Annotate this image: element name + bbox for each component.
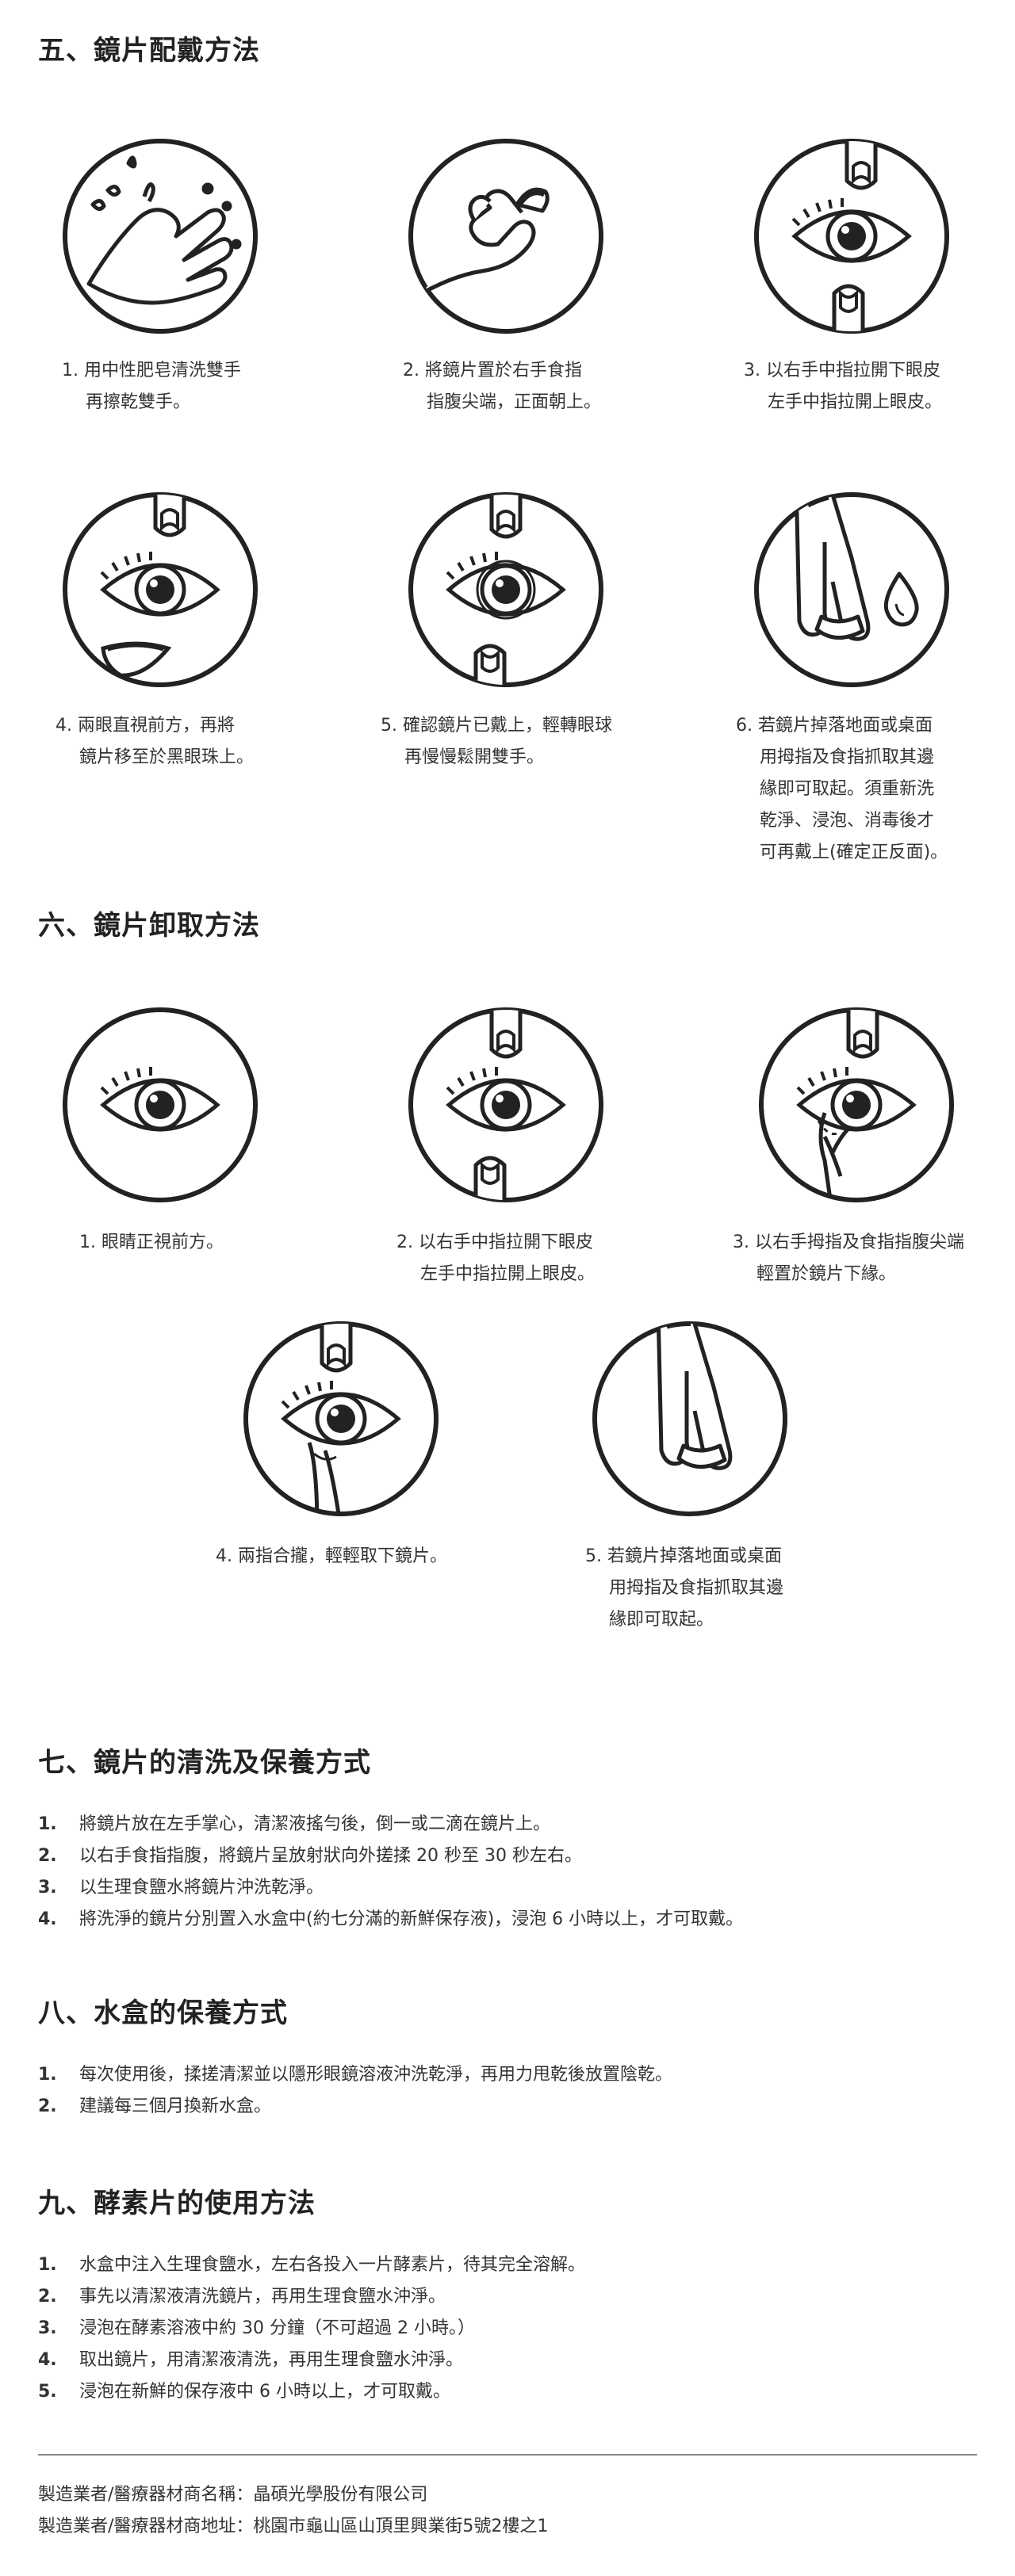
eye-open-fingers-icon — [408, 1007, 603, 1202]
eye-pinch-lens-icon — [759, 1007, 954, 1202]
enzyme-tablet-list: 1.水盒中注入生理食鹽水，左右各投入一片酵素片，待其完全溶解。 2.事先以清潔液… — [38, 2249, 585, 2408]
manufacturer-name: 製造業者/醫療器材商名稱：晶碩光學股份有限公司 — [38, 2485, 428, 2505]
step-5-6-illustration — [749, 487, 955, 693]
list-item: 2.事先以清潔液清洗鏡片，再用生理食鹽水沖淨。 — [38, 2287, 446, 2307]
lens-pickup-icon — [592, 1321, 787, 1516]
list-item: 4.將洗淨的鏡片分別置入水盒中(約七分滿的新鮮保存液)，浸泡 6 小時以上，才可… — [38, 1909, 744, 1929]
step-6-3-illustration — [753, 1002, 959, 1208]
list-item: 2.建議每三個月換新水盒。 — [38, 2096, 272, 2116]
footer-divider — [38, 2454, 977, 2456]
step-6-4-caption: 4. 兩指合攏，輕輕取下鏡片。 — [216, 1546, 447, 1566]
step-6-2-caption: 2. 以右手中指拉開下眼皮 左手中指拉開上眼皮。 — [396, 1233, 596, 1284]
step-5-1-illustration — [57, 133, 263, 339]
step-6-2-illustration — [403, 1002, 609, 1208]
step-5-2-caption: 2. 將鏡片置於右手食指 指腹尖端，正面朝上。 — [403, 361, 602, 412]
lens-cleaning-list: 1.將鏡片放在左手掌心，清潔液搖勻後，倒一或二滴在鏡片上。 2.以右手食指指腹，… — [38, 1809, 743, 1936]
list-item: 1.每次使用後，揉搓清潔並以隱形眼鏡溶液沖洗乾淨，再用力甩乾後放置陰乾。 — [38, 2065, 673, 2085]
list-item: 5.浸泡在新鮮的保存液中 6 小時以上，才可取戴。 — [38, 2382, 450, 2402]
lens-pickup-drop-icon — [754, 492, 949, 687]
list-item: 3.浸泡在酵素溶液中約 30 分鐘（不可超過 2 小時。） — [38, 2318, 475, 2338]
section-title-lens-insertion: 五、鏡片配戴方法 — [38, 35, 260, 67]
list-item: 1.水盒中注入生理食鹽水，左右各投入一片酵素片，待其完全溶解。 — [38, 2255, 586, 2275]
step-5-5-caption: 5. 確認鏡片已戴上，輕轉眼球 再慢慢鬆開雙手。 — [381, 716, 612, 767]
step-5-4-caption: 4. 兩眼直視前方，再將 鏡片移至於黑眼珠上。 — [56, 716, 255, 767]
step-6-1-illustration — [57, 1002, 263, 1208]
list-item: 3.以生理食鹽水將鏡片沖洗乾淨。 — [38, 1878, 324, 1898]
eye-remove-lens-icon — [243, 1321, 439, 1516]
footer: 製造業者/醫療器材商名稱：晶碩光學股份有限公司 製造業者/醫療器材商地址：桃園市… — [38, 2479, 548, 2543]
hand-washing-icon — [63, 139, 258, 334]
section-title-lens-cleaning: 七、鏡片的清洗及保養方式 — [38, 1747, 371, 1779]
step-5-1-caption: 1. 用中性肥皂清洗雙手 再擦乾雙手。 — [62, 361, 241, 412]
case-care-list: 1.每次使用後，揉搓清潔並以隱形眼鏡溶液沖洗乾淨，再用力甩乾後放置陰乾。 2.建… — [38, 2059, 672, 2123]
step-6-3-caption: 3. 以右手拇指及食指指腹尖端 輕置於鏡片下緣。 — [733, 1233, 964, 1284]
section-title-enzyme-tablet: 九、酵素片的使用方法 — [38, 2188, 316, 2219]
step-5-2-illustration — [403, 133, 609, 339]
section-title-lens-removal: 六、鏡片卸取方法 — [38, 910, 260, 942]
step-6-1-caption: 1. 眼睛正視前方。 — [79, 1233, 224, 1252]
step-6-5-caption: 5. 若鏡片掉落地面或桌面 用拇指及食指抓取其邊 緣即可取起。 — [585, 1546, 784, 1630]
step-5-3-illustration — [749, 133, 955, 339]
eye-lens-fitted-icon — [408, 492, 603, 687]
step-5-4-illustration — [57, 487, 263, 693]
step-6-5-illustration — [587, 1316, 793, 1522]
list-item: 4.取出鏡片，用清潔液清洗，再用生理食鹽水沖淨。 — [38, 2350, 464, 2370]
step-5-6-caption: 6. 若鏡片掉落地面或桌面 用拇指及食指抓取其邊 緣即可取起。須重新洗 乾淨、浸… — [736, 716, 948, 862]
eye-open-fingers-icon — [754, 139, 949, 334]
step-6-4-illustration — [238, 1316, 444, 1522]
step-5-5-illustration — [403, 487, 609, 693]
step-5-3-caption: 3. 以右手中指拉開下眼皮 左手中指拉開上眼皮。 — [744, 361, 943, 412]
section-title-case-care: 八、水盒的保養方式 — [38, 1997, 288, 2029]
eye-lens-approach-icon — [63, 492, 258, 687]
manufacturer-address: 製造業者/醫療器材商地址：桃園市龜山區山頂里興業街5號2樓之1 — [38, 2517, 549, 2536]
list-item: 1.將鏡片放在左手掌心，清潔液搖勻後，倒一或二滴在鏡片上。 — [38, 1814, 551, 1834]
lens-on-finger-icon — [408, 139, 603, 334]
eye-look-forward-icon — [63, 1007, 258, 1202]
list-item: 2.以右手食指指腹，將鏡片呈放射狀向外搓揉 20 秒至 30 秒左右。 — [38, 1846, 582, 1866]
